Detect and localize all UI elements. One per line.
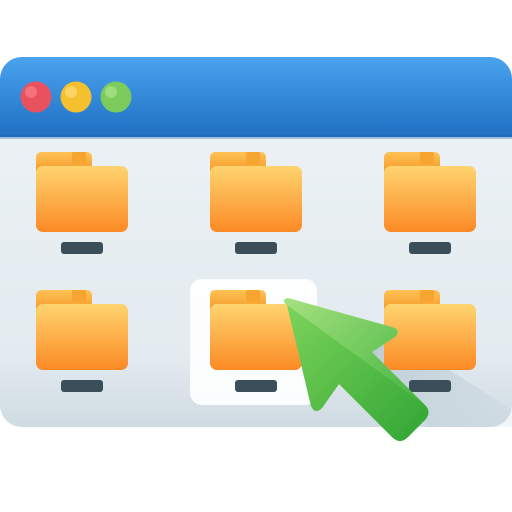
folder-item[interactable] xyxy=(36,290,128,392)
folder-item[interactable] xyxy=(210,152,302,254)
folder-icon xyxy=(210,290,302,370)
folder-label-bar xyxy=(409,242,451,254)
folder-label-bar xyxy=(61,242,103,254)
folder-grid xyxy=(36,152,476,392)
arrow-cursor-icon xyxy=(283,298,429,441)
folder-icon xyxy=(36,152,128,232)
folder-icon xyxy=(384,290,476,370)
close-button[interactable] xyxy=(20,81,52,113)
folder-icon xyxy=(384,152,476,232)
folder-label-bar xyxy=(61,380,103,392)
folder-item[interactable] xyxy=(210,290,302,392)
folder-icon xyxy=(36,290,128,370)
folder-label-bar xyxy=(409,380,451,392)
maximize-button[interactable] xyxy=(100,81,132,113)
folder-item[interactable] xyxy=(36,152,128,254)
folder-item[interactable] xyxy=(384,152,476,254)
minimize-button[interactable] xyxy=(60,81,92,113)
window-controls xyxy=(20,81,132,113)
folder-label-bar xyxy=(235,380,277,392)
folder-item[interactable] xyxy=(384,290,476,392)
folder-icon xyxy=(210,152,302,232)
folder-label-bar xyxy=(235,242,277,254)
